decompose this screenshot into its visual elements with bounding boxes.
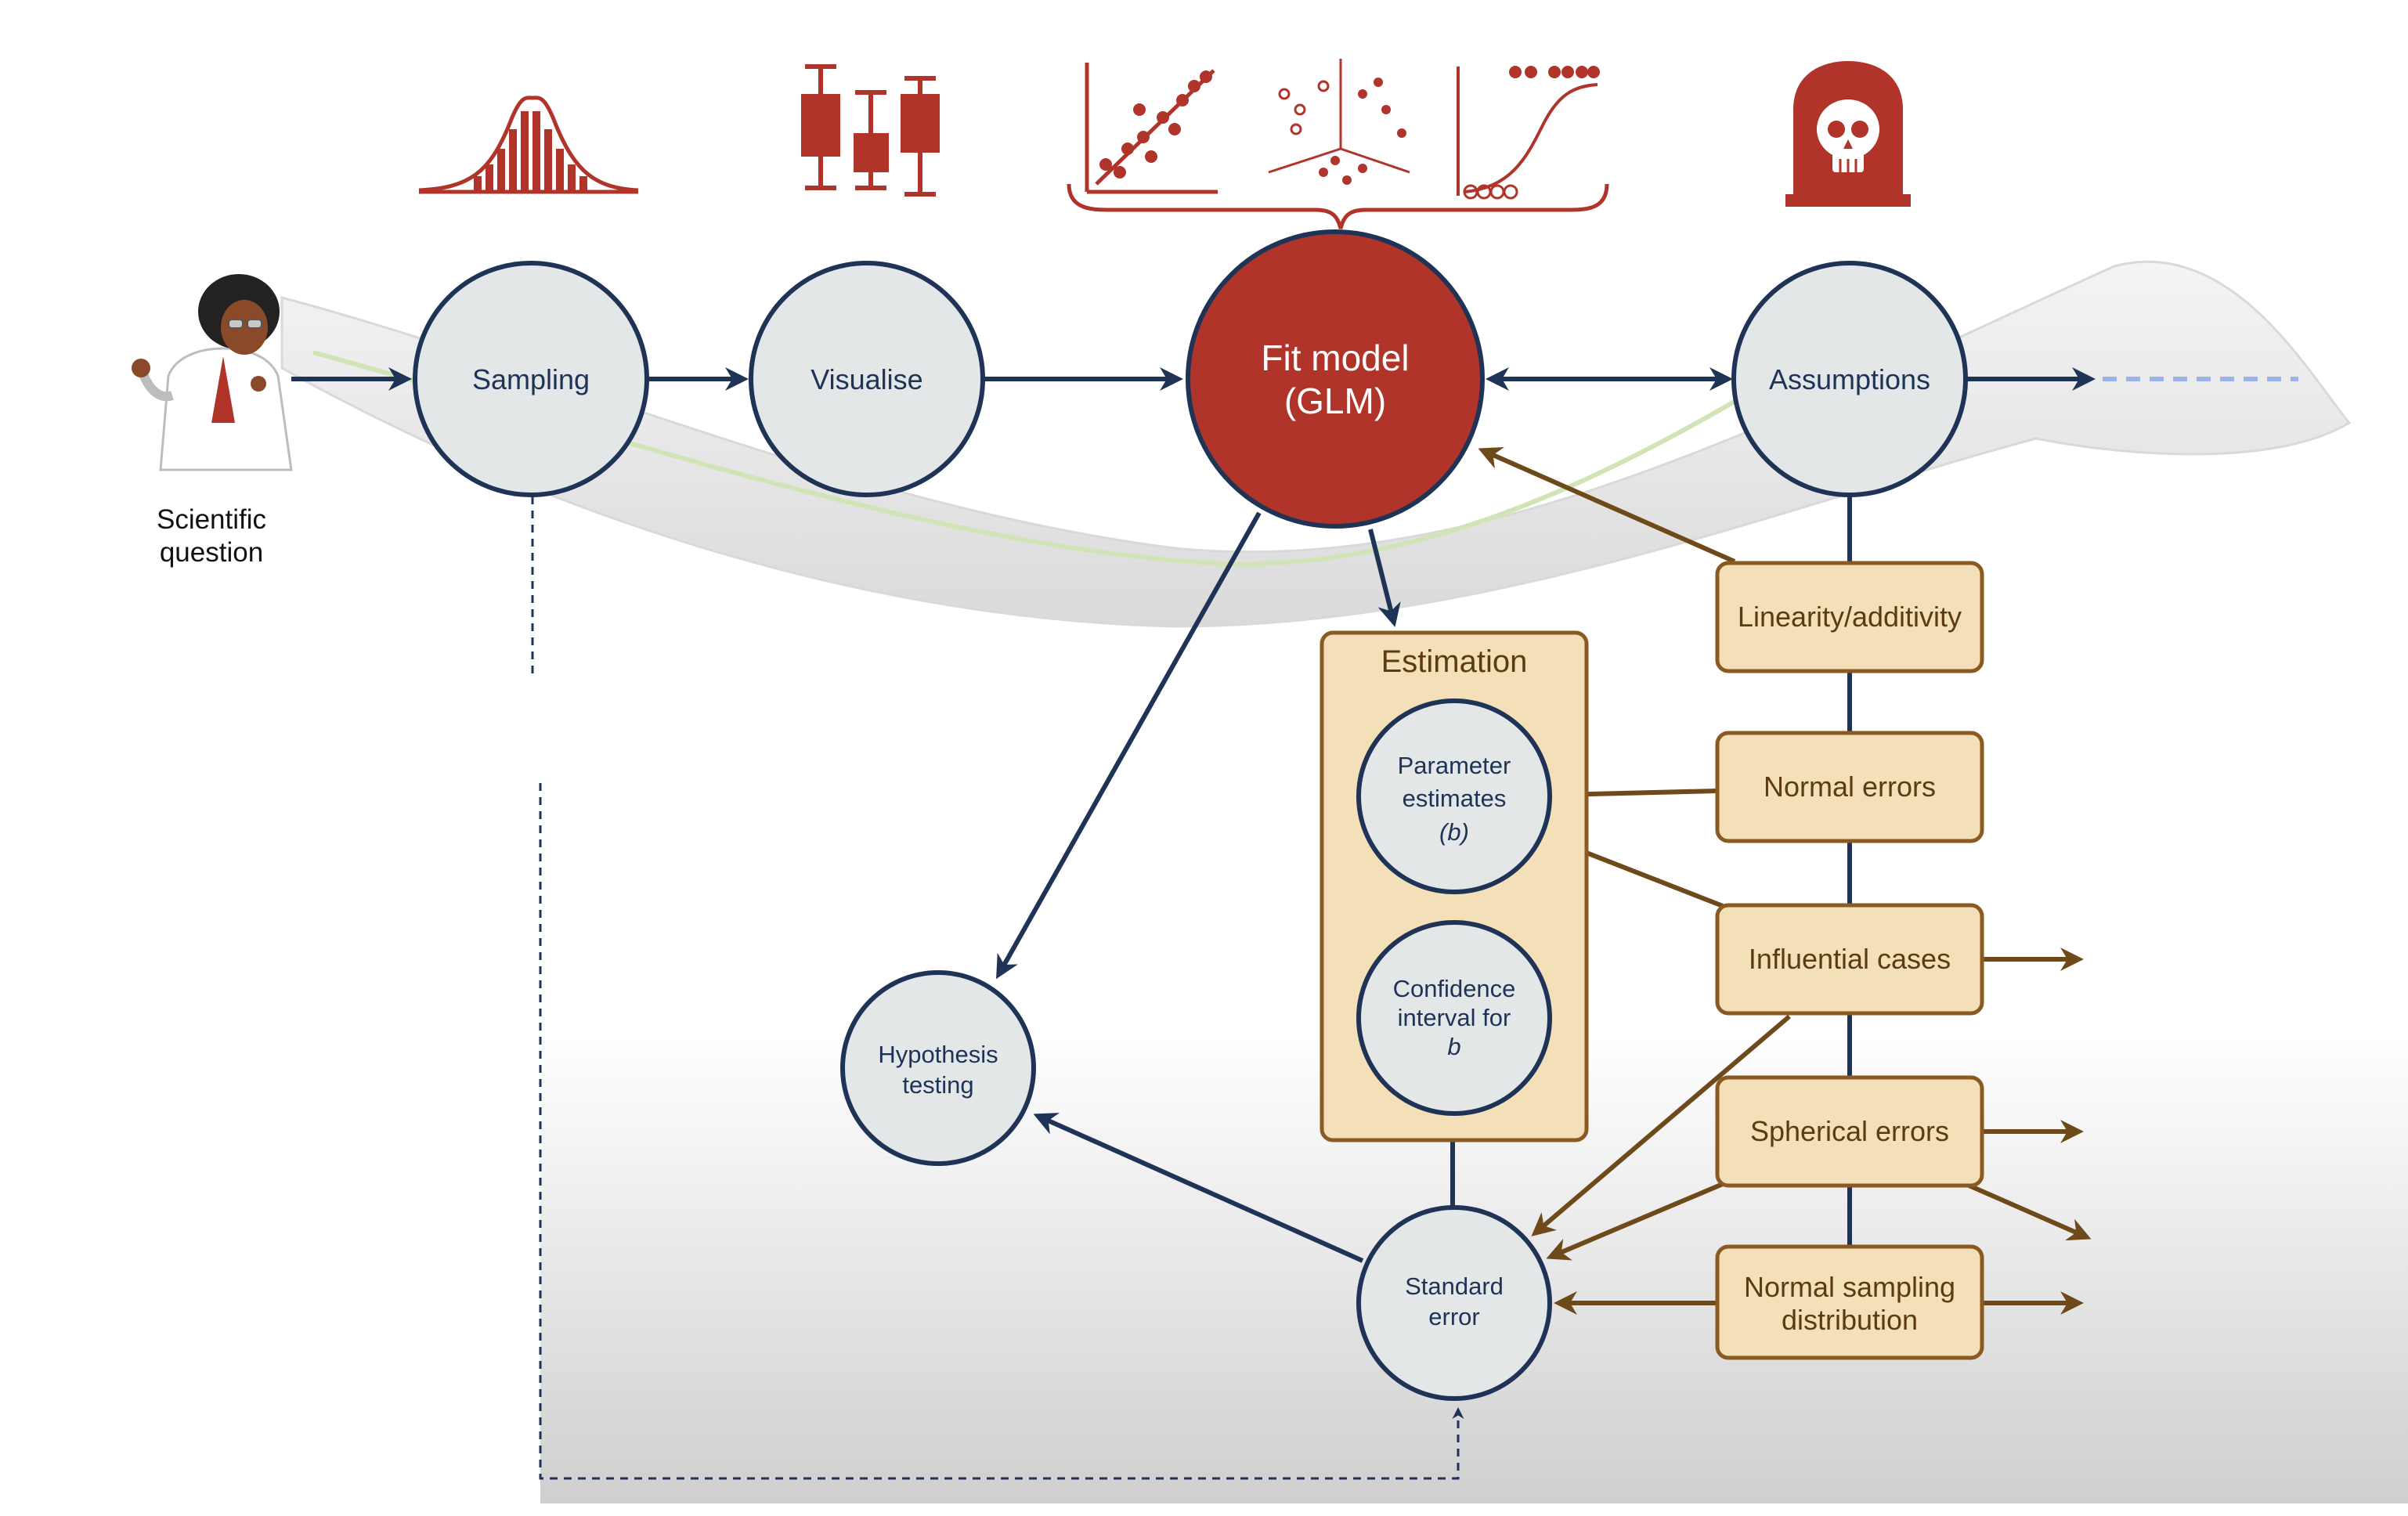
estimation-panel: Estimation Parameter estimates (b) Confi… bbox=[1320, 630, 1589, 1142]
fit-model-node[interactable]: Fit model (GLM) bbox=[1186, 229, 1485, 529]
hypothesis-testing-label-1: Hypothesis bbox=[878, 1041, 998, 1068]
scientific-question-label-2: question bbox=[160, 537, 263, 568]
group-brace bbox=[1067, 183, 1609, 229]
linearity-label: Linearity/additivity bbox=[1738, 601, 1962, 633]
hypothesis-testing-node[interactable]: Hypothesis testing bbox=[840, 970, 1036, 1166]
normal-sampling-label-1: Normal sampling bbox=[1744, 1271, 1955, 1303]
assumptions-label: Assumptions bbox=[1769, 363, 1930, 395]
confidence-interval-label-3: b bbox=[1447, 1033, 1460, 1060]
influential-cases-label: Influential cases bbox=[1749, 943, 1951, 975]
scientist-figure-icon bbox=[132, 274, 293, 471]
fit-model-label-1: Fit model bbox=[1261, 337, 1409, 378]
hypothesis-testing-label-2: testing bbox=[902, 1071, 973, 1099]
linearity-box[interactable]: Linearity/additivity bbox=[1715, 561, 1984, 673]
spherical-errors-box[interactable]: Spherical errors bbox=[1715, 1075, 1984, 1188]
normal-errors-label: Normal errors bbox=[1764, 771, 1936, 803]
logistic-curve-icon bbox=[1457, 66, 1600, 200]
normal-sampling-box[interactable]: Normal sampling distribution bbox=[1715, 1244, 1984, 1360]
skull-tombstone-icon bbox=[1785, 61, 1911, 207]
influential-cases-box[interactable]: Influential cases bbox=[1715, 903, 1984, 1016]
parameter-estimates-label-1: Parameter bbox=[1398, 752, 1511, 779]
boxplot-icon bbox=[801, 64, 940, 197]
estimation-title: Estimation bbox=[1381, 644, 1528, 679]
normal-sampling-label-2: distribution bbox=[1782, 1304, 1918, 1336]
confidence-interval-node[interactable]: Confidence interval for b bbox=[1356, 920, 1552, 1116]
parameter-estimates-label-3: (b) bbox=[1439, 818, 1469, 846]
normal-errors-box[interactable]: Normal errors bbox=[1715, 731, 1984, 843]
visualise-node[interactable]: Visualise bbox=[749, 261, 985, 497]
confidence-interval-label-1: Confidence bbox=[1393, 975, 1516, 1002]
visualise-label: Visualise bbox=[810, 363, 922, 395]
scatter-regression-icon bbox=[1085, 63, 1218, 194]
assumptions-node[interactable]: Assumptions bbox=[1731, 261, 1968, 497]
standard-error-label-1: Standard bbox=[1405, 1272, 1504, 1300]
standard-error-label-2: error bbox=[1428, 1303, 1479, 1330]
sampling-label: Sampling bbox=[472, 363, 590, 395]
scatter-clusters-icon bbox=[1268, 59, 1410, 185]
connectors bbox=[291, 367, 2298, 1480]
sampling-node[interactable]: Sampling bbox=[413, 261, 649, 497]
standard-error-node[interactable]: Standard error bbox=[1356, 1205, 1552, 1401]
scientific-question-label-1: Scientific bbox=[157, 504, 266, 535]
spherical-errors-label: Spherical errors bbox=[1750, 1115, 1949, 1147]
normal-distribution-icon bbox=[418, 96, 639, 194]
parameter-estimates-label-2: estimates bbox=[1403, 785, 1507, 812]
fit-model-label-2: (GLM) bbox=[1284, 381, 1386, 421]
parameter-estimates-node[interactable]: Parameter estimates (b) bbox=[1356, 698, 1552, 894]
confidence-interval-label-2: interval for bbox=[1398, 1004, 1511, 1031]
